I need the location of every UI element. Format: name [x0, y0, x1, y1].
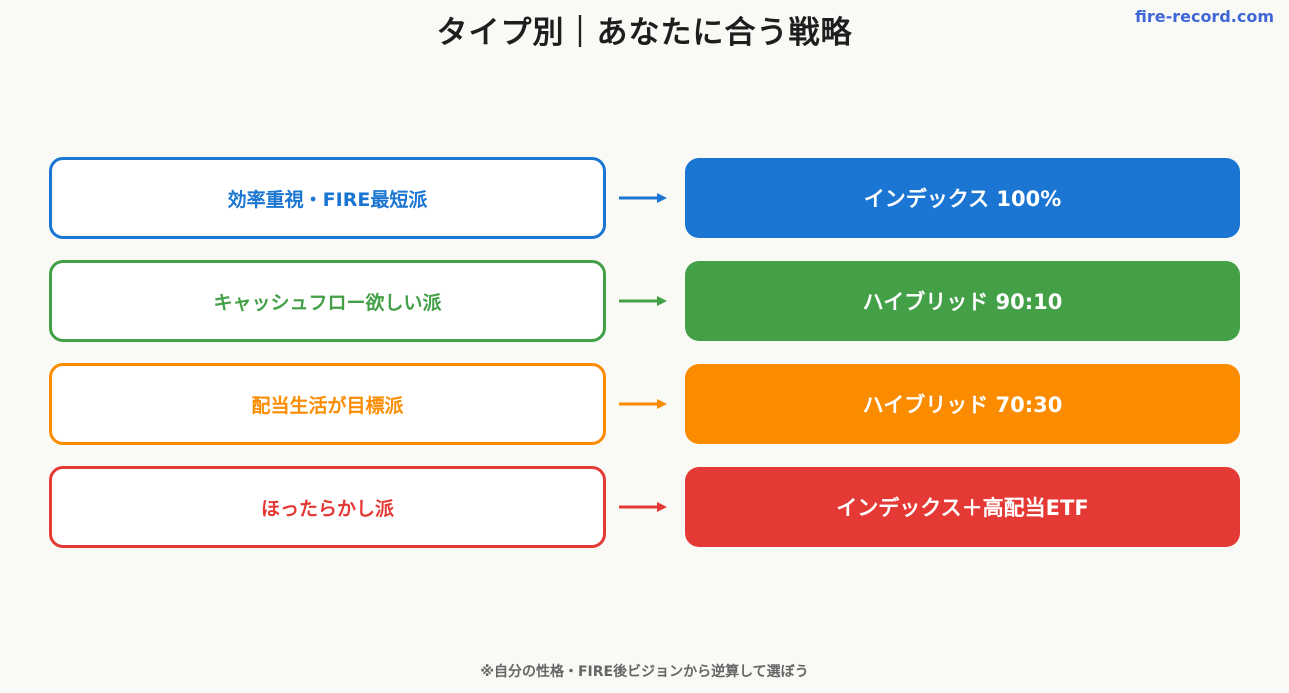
type-strategy-list: 効率重視・FIRE最短派 インデックス 100% キャッシュフロー欲しい派 ハイ… — [49, 157, 1240, 569]
type-box-hands-off: ほったらかし派 — [49, 466, 606, 548]
footnote: ※自分の性格・FIRE後ビジョンから逆算して選ぼう — [480, 664, 809, 680]
strategy-box-index-high-dividend-etf: インデックス＋高配当ETF — [685, 467, 1240, 547]
strategy-box-index-100: インデックス 100% — [685, 158, 1240, 238]
type-box-cashflow: キャッシュフロー欲しい派 — [49, 260, 606, 342]
page-title: タイプ別｜あなたに合う戦略 — [436, 15, 853, 51]
type-row-hands-off: ほったらかし派 インデックス＋高配当ETF — [49, 466, 1240, 548]
arrow-right-icon — [619, 399, 667, 409]
arrow-right-icon — [619, 193, 667, 203]
strategy-box-hybrid-70-30: ハイブリッド 70:30 — [685, 364, 1240, 444]
type-row-cashflow: キャッシュフロー欲しい派 ハイブリッド 90:10 — [49, 260, 1240, 342]
type-row-dividend-life: 配当生活が目標派 ハイブリッド 70:30 — [49, 363, 1240, 445]
arrow-right-icon — [619, 296, 667, 306]
type-box-efficiency: 効率重視・FIRE最短派 — [49, 157, 606, 239]
strategy-box-hybrid-90-10: ハイブリッド 90:10 — [685, 261, 1240, 341]
site-url-link[interactable]: fire-record.com — [1134, 7, 1274, 26]
type-row-efficiency: 効率重視・FIRE最短派 インデックス 100% — [49, 157, 1240, 239]
type-box-dividend-life: 配当生活が目標派 — [49, 363, 606, 445]
arrow-right-icon — [619, 502, 667, 512]
